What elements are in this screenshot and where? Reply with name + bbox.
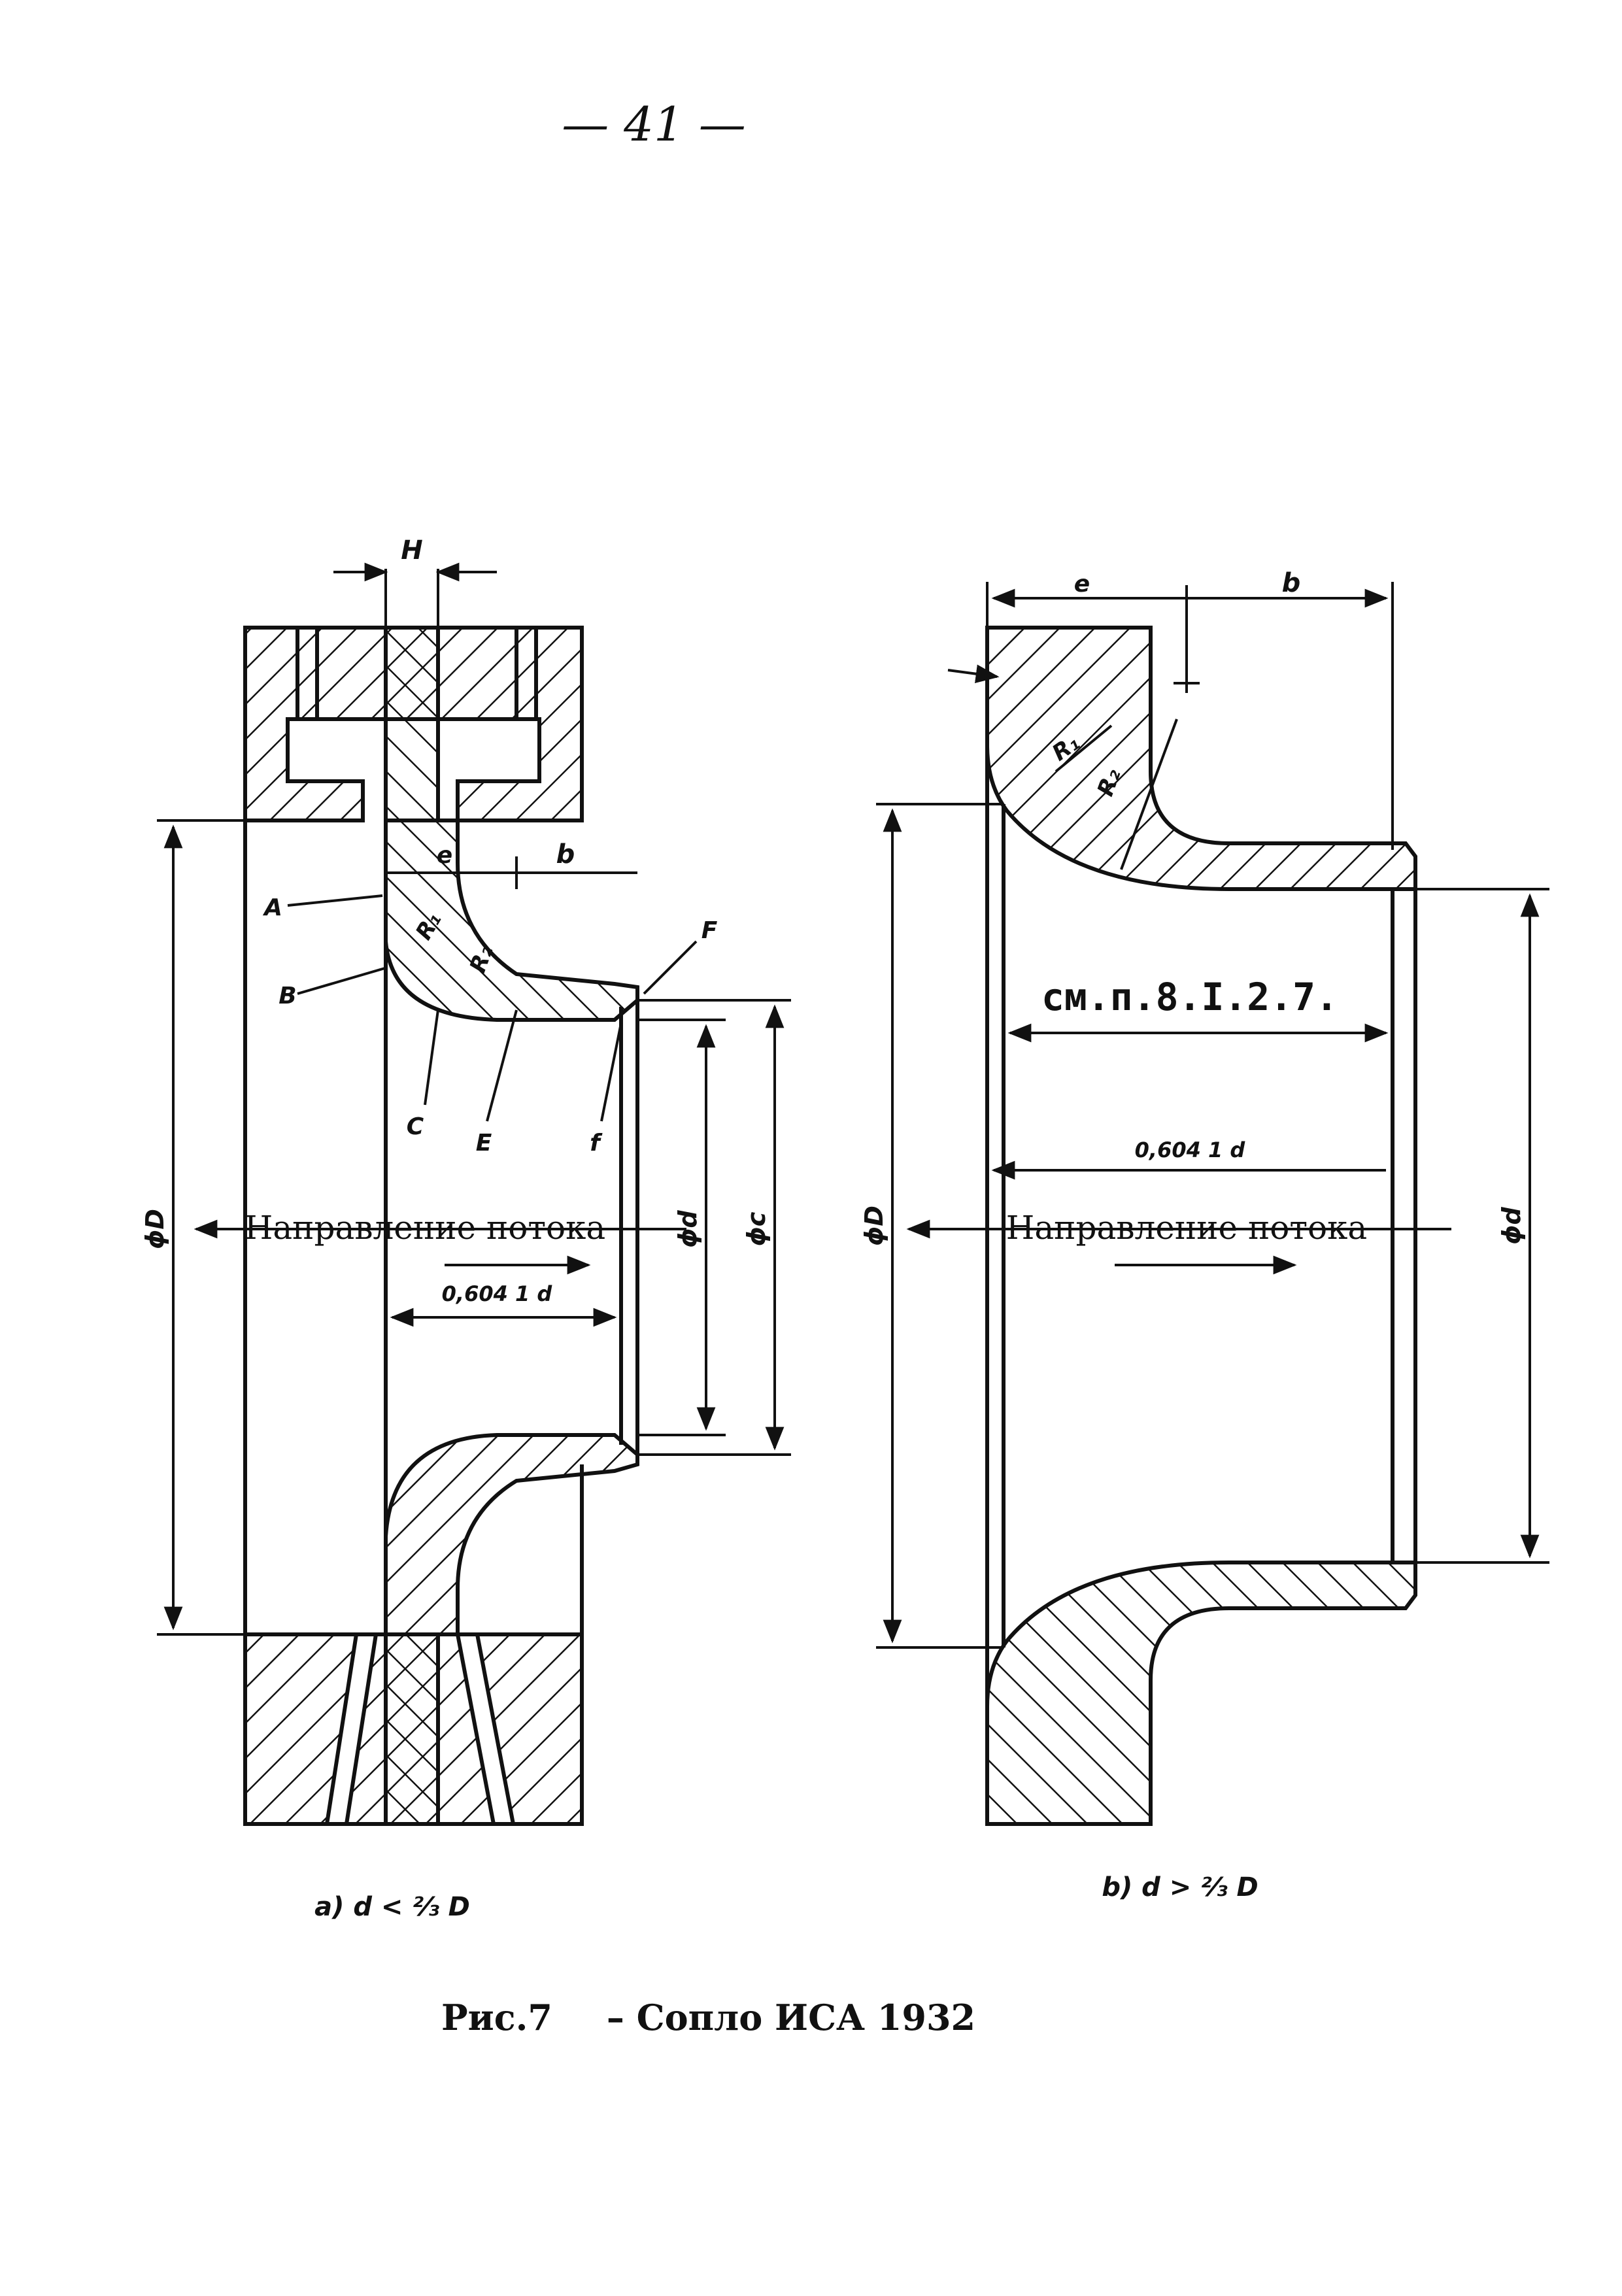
right-lower-profile	[985, 1561, 1417, 1826]
figure-number: Рис.7	[441, 1997, 552, 2038]
right-caption: b) d > ⅔ D	[1102, 1872, 1258, 1902]
figure-title: – Сопло ИСА 1932	[607, 1997, 975, 2038]
label-e: e	[437, 842, 452, 869]
left-flow-direction: Направление потока	[245, 1209, 605, 1247]
right-upper-profile	[985, 626, 1417, 891]
right-dim-D: ϕD	[860, 1206, 888, 1246]
label-E: E	[476, 1130, 492, 1156]
left-dim-D: ϕD	[141, 1209, 169, 1249]
label-b: b	[556, 839, 575, 869]
right-dim-d: ϕd	[1497, 1206, 1526, 1244]
right-flow-direction: Направление потока	[1006, 1209, 1367, 1247]
left-caption: a) d < ⅔ D	[314, 1892, 470, 1922]
left-dim-c: ϕc	[742, 1211, 771, 1246]
left-dimensions	[157, 562, 791, 1636]
right-dim-length: 0,604 1 d	[1135, 1138, 1246, 1162]
left-upper-stem	[384, 626, 440, 822]
left-pressure-tap	[324, 1632, 379, 1826]
left-dim-length: 0,604 1 d	[442, 1281, 553, 1306]
right-label-b: b	[1282, 568, 1301, 598]
right-reference-note: см.п.8.I.2.7.	[1041, 975, 1338, 1019]
left-lower-profile	[384, 1433, 639, 1636]
left-dim-d: ϕd	[673, 1209, 702, 1247]
left-upper-profile	[384, 819, 639, 1022]
left-upper-carrier	[243, 626, 584, 822]
left-pressure-tap	[455, 1632, 516, 1826]
label-F: F	[701, 917, 718, 944]
label-H: H	[401, 535, 422, 566]
right-dimensions	[876, 582, 1549, 1649]
label-C: C	[407, 1113, 424, 1140]
right-nozzle-drawing	[985, 626, 1417, 1826]
page-number: — 41 —	[562, 97, 745, 152]
right-label-e: e	[1074, 571, 1090, 598]
label-A: A	[262, 894, 282, 921]
label-B: B	[279, 983, 296, 1009]
label-f: f	[590, 1130, 603, 1156]
left-lower-stem	[384, 1632, 440, 1826]
